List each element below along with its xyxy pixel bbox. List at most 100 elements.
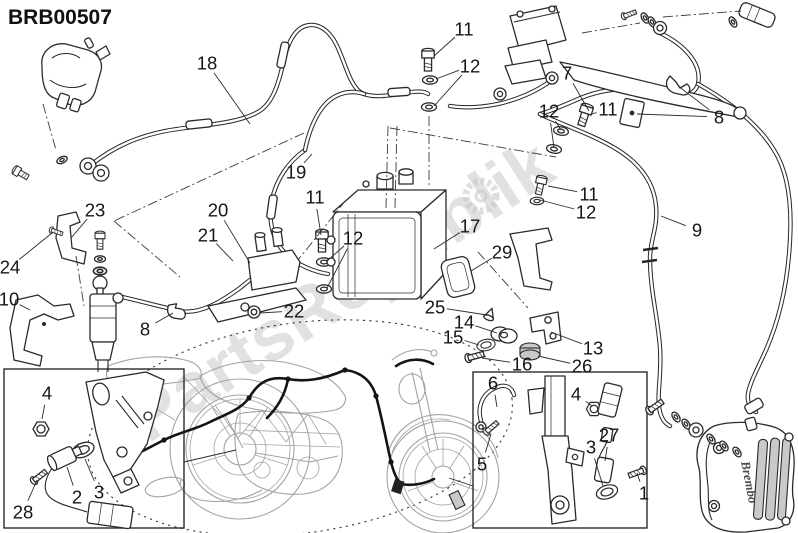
svg-text:14: 14 — [454, 312, 475, 333]
callout-11: 11 — [305, 187, 325, 236]
callout-24: 24 — [0, 232, 53, 278]
swingarm — [255, 452, 339, 463]
svg-text:11: 11 — [579, 184, 598, 205]
hose-clamp-band — [642, 246, 659, 252]
svg-text:12: 12 — [576, 202, 597, 223]
callout-2: 2 — [66, 466, 82, 508]
svg-text:8: 8 — [140, 319, 150, 340]
svg-text:19: 19 — [286, 162, 307, 183]
callout-13: 13 — [550, 331, 604, 359]
svg-text:7: 7 — [562, 63, 572, 84]
callout-17: 17 — [433, 216, 481, 250]
svg-text:11: 11 — [305, 187, 324, 208]
abs-damper-pad — [440, 256, 476, 298]
box1-leader-line — [183, 449, 237, 463]
callout-1: 1 — [636, 472, 649, 504]
sensor-ring-3-front — [593, 481, 621, 503]
svg-text:3: 3 — [94, 482, 104, 503]
bracket-10 — [9, 294, 75, 367]
svg-text:11: 11 — [454, 19, 473, 40]
callout-22: 22 — [259, 301, 304, 322]
svg-text:13: 13 — [583, 338, 604, 359]
callout-12: 12 — [539, 199, 597, 223]
svg-text:21: 21 — [198, 225, 219, 246]
svg-text:6: 6 — [488, 373, 498, 394]
callout-28: 28 — [13, 479, 38, 523]
top-banjo-exploded-parts — [619, 2, 776, 36]
reference-lines — [42, 10, 742, 487]
clip-25 — [483, 307, 495, 322]
speed-sensor-rear — [46, 445, 83, 472]
rear-banjo-bolt-set — [10, 154, 110, 182]
callout-4: 4 — [41, 383, 52, 420]
callout-10: 10 — [0, 289, 31, 311]
fork — [411, 371, 431, 453]
svg-text:11: 11 — [598, 99, 617, 120]
sensor-connector — [86, 500, 134, 530]
svg-text:8: 8 — [714, 107, 724, 128]
screw-1 — [626, 464, 649, 481]
svg-text:27: 27 — [599, 425, 620, 446]
svg-text:18: 18 — [197, 53, 218, 74]
rear-brake-line — [92, 25, 428, 312]
bolt-washer-set-a — [420, 47, 439, 112]
svg-text:10: 10 — [0, 289, 19, 310]
abs-solenoids — [362, 168, 414, 190]
callout-12: 12 — [433, 56, 481, 107]
handlebar — [391, 349, 433, 361]
svg-text:4: 4 — [571, 384, 581, 405]
callout-7: 7 — [562, 63, 590, 112]
svg-text:1: 1 — [639, 483, 649, 504]
junction-manifold — [207, 226, 307, 323]
callout-14: 14 — [454, 312, 498, 334]
front-master-cylinder — [504, 5, 747, 120]
callout-19: 19 — [286, 153, 313, 183]
callout-8: 8 — [140, 312, 174, 340]
svg-text:12: 12 — [343, 228, 364, 249]
rear-brake-caliper — [41, 37, 111, 113]
callout-3: 3 — [84, 458, 104, 503]
callout-9: 9 — [660, 215, 702, 241]
callout-27: 27 — [599, 425, 620, 462]
front-fender — [387, 414, 499, 459]
callout-4: 4 — [571, 384, 593, 407]
callout-29: 29 — [470, 242, 513, 272]
callout-16: 16 — [481, 354, 533, 375]
rear-wheel-spokes — [192, 399, 288, 466]
abs-bracket-cluster — [463, 227, 562, 364]
callout-3: 3 — [586, 437, 604, 487]
callout-21: 21 — [198, 225, 234, 262]
svg-text:17: 17 — [460, 216, 481, 237]
front-wheel-spokes — [407, 439, 479, 492]
callout-12: 12 — [326, 228, 364, 289]
screw-16 — [463, 348, 486, 364]
front-sensor-detail-box — [472, 371, 649, 529]
svg-text:3: 3 — [586, 437, 596, 458]
sensor-cable — [44, 467, 88, 513]
callout-5: 5 — [477, 433, 492, 475]
callout-6: 6 — [488, 373, 498, 408]
nut-4-rear — [32, 421, 50, 437]
callout-11: 11 — [433, 19, 474, 57]
svg-text:16: 16 — [512, 354, 533, 375]
exhaust — [179, 479, 263, 503]
svg-text:29: 29 — [492, 242, 513, 263]
gear-icon — [462, 177, 500, 215]
svg-text:2: 2 — [72, 487, 82, 508]
abs-bracket-13 — [529, 311, 562, 345]
svg-text:15: 15 — [443, 327, 464, 348]
motorcycle-outline-ellipse — [87, 319, 513, 533]
speed-sensor-front — [593, 382, 623, 484]
callout-20: 20 — [208, 200, 251, 264]
callout-26: 26 — [537, 356, 593, 377]
abs-hydraulic-unit — [326, 168, 447, 300]
fork-leg — [527, 375, 585, 525]
svg-text:12: 12 — [460, 56, 481, 77]
svg-text:26: 26 — [572, 356, 593, 377]
engine — [234, 410, 343, 495]
rear-sensor-detail-box — [3, 368, 185, 530]
svg-text:9: 9 — [692, 220, 702, 241]
